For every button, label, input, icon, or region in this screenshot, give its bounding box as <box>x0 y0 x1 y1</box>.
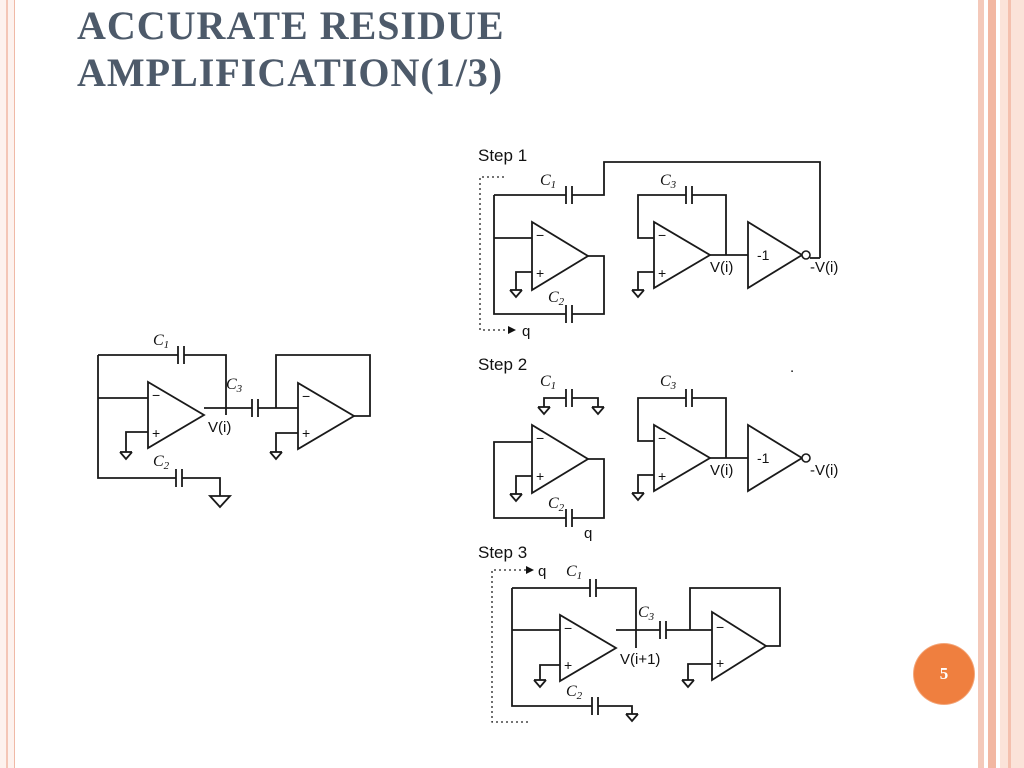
step1-opamp-1 <box>531 220 590 292</box>
step3-q-label: q <box>538 563 546 580</box>
step1-out1-label: V(i) <box>710 259 733 276</box>
step2-opamp-2 <box>653 423 712 493</box>
step2-inverter <box>747 423 804 493</box>
step2-opamp-1-plus: + <box>536 468 544 484</box>
slide-right-border <box>978 0 1024 768</box>
page-number-badge: 5 <box>914 644 974 704</box>
step3-opamp-1-minus: − <box>564 620 572 636</box>
step1-opamp-2 <box>653 220 712 290</box>
svg-text:.: . <box>790 359 794 376</box>
step1-opamp-1-plus: + <box>536 265 544 281</box>
step2-out1-label: V(i) <box>710 462 733 479</box>
step2-c1-label: C1 <box>540 373 556 392</box>
left-c1-label: C1 <box>153 332 169 351</box>
step1-inverter <box>747 220 804 290</box>
step1-c1-label: C1 <box>540 172 556 191</box>
step2-out2-label: -V(i) <box>810 462 838 479</box>
step1-opamp-2-minus: − <box>658 227 666 243</box>
left-output-label: V(i) <box>208 419 231 436</box>
step2-inverter-label: -1 <box>757 450 770 466</box>
left-c3-label: C3 <box>226 376 243 395</box>
step3-c1-label: C1 <box>566 563 582 582</box>
step1-inverter-label: -1 <box>757 247 770 263</box>
slide-left-border <box>0 0 15 768</box>
step3-opamp-1-plus: + <box>564 657 572 673</box>
step2-opamp-2-minus: − <box>658 430 666 446</box>
step2-opamp-1-minus: − <box>536 430 544 446</box>
left-opamp-2-plus: + <box>302 425 310 441</box>
step2-c3-label: C3 <box>660 373 677 392</box>
step3-opamp-2 <box>711 610 768 682</box>
step1-c2-label: C2 <box>548 289 565 308</box>
step1-opamp-1-minus: − <box>536 227 544 243</box>
step3-c2-label: C2 <box>566 683 583 702</box>
slide-title: ACCURATE RESIDUE AMPLIFICATION(1/3) <box>77 2 505 96</box>
step1-q-label: q <box>522 323 530 340</box>
step1-out2-label: -V(i) <box>810 259 838 276</box>
left-opamp-2 <box>297 381 356 451</box>
step2-q-label: q <box>584 525 592 542</box>
step3-c3-label: C3 <box>638 604 655 623</box>
left-opamp-1-minus: − <box>152 387 160 403</box>
left-circuit: − + C1 C2 C3 V(i) − + <box>97 332 371 509</box>
step2-opamp-1 <box>531 423 590 495</box>
step1-opamp-2-plus: + <box>658 265 666 281</box>
step3-circuit: Step 3 q C1 − + C2 C3 V(i+1) − + <box>478 543 781 723</box>
step3-out1-label: V(i+1) <box>620 651 660 668</box>
left-opamp-1 <box>147 380 206 450</box>
step3-label: Step 3 <box>478 543 527 562</box>
step1-c3-label: C3 <box>660 172 677 191</box>
left-opamp-1-plus: + <box>152 425 160 441</box>
left-opamp-2-minus: − <box>302 388 310 404</box>
title-line-1: ACCURATE RESIDUE <box>77 3 505 48</box>
step1-circuit: Step 1 q C1 − + C2 − + C3 V(i <box>478 146 838 340</box>
step2-c2-label: C2 <box>548 495 565 514</box>
step2-opamp-2-plus: + <box>658 468 666 484</box>
left-c2-label: C2 <box>153 453 170 472</box>
step3-opamp-2-minus: − <box>716 619 724 635</box>
step2-circuit: Step 2 . C1 − + C2 q − + C3 V(i) <box>478 355 838 542</box>
step1-label: Step 1 <box>478 146 527 165</box>
step3-opamp-1 <box>559 613 618 683</box>
title-line-2: AMPLIFICATION(1/3) <box>77 50 504 95</box>
step2-label: Step 2 <box>478 355 527 374</box>
step3-opamp-2-plus: + <box>716 655 724 671</box>
